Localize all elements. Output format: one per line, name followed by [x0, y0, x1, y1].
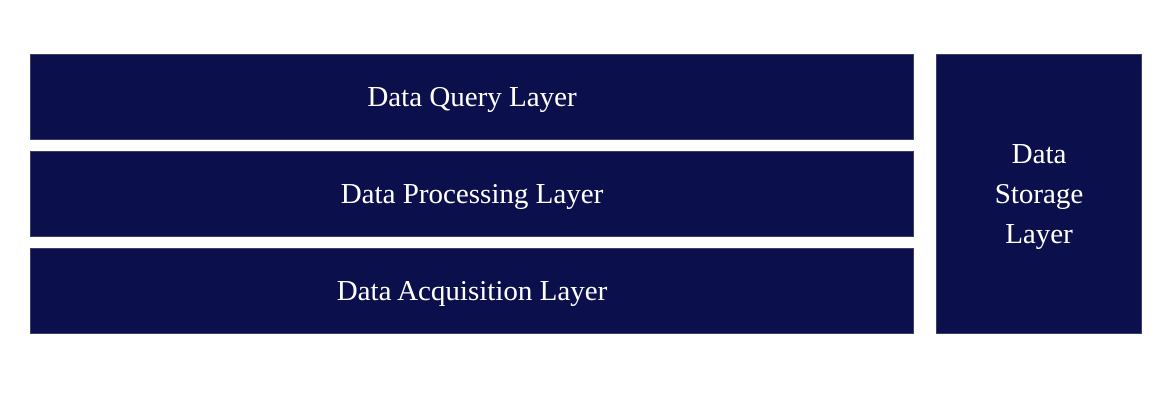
data-storage-layer-label-line2: Storage	[994, 178, 1084, 210]
data-acquisition-layer-label: Data Acquisition Layer	[336, 274, 608, 307]
data-query-layer-box: Data Query Layer	[30, 54, 914, 140]
data-processing-layer-box: Data Processing Layer	[30, 151, 914, 237]
data-storage-layer-label-line3: Layer	[1005, 218, 1073, 250]
data-storage-layer-box: Data Storage Layer	[936, 54, 1142, 334]
data-acquisition-layer-box: Data Acquisition Layer	[30, 248, 914, 334]
data-processing-layer-label: Data Processing Layer	[340, 177, 604, 210]
data-query-layer-label: Data Query Layer	[367, 80, 577, 113]
data-storage-layer-label-line1: Data	[1011, 138, 1067, 170]
